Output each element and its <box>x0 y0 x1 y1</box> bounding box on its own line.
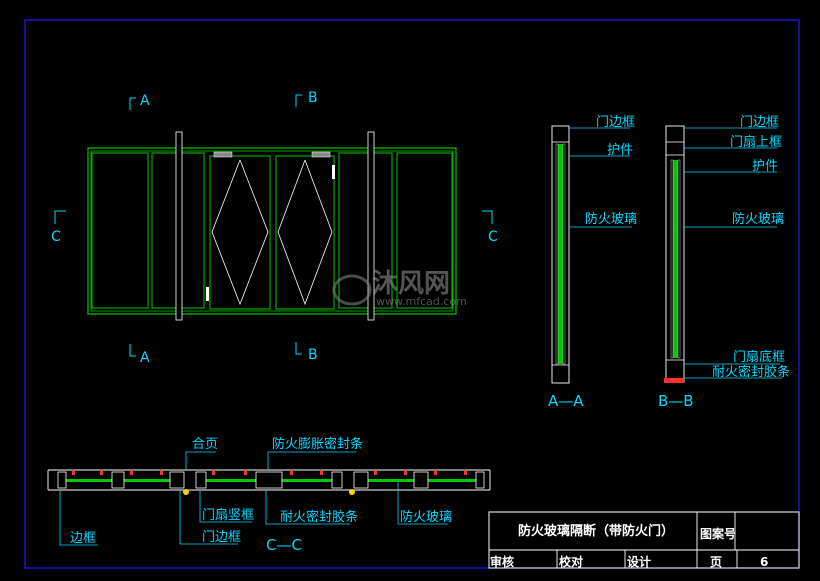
watermark-url: www.mfcad.com <box>376 295 467 308</box>
title-block-reviewer-label: 审核 <box>490 554 514 569</box>
section-mark-c-left: C <box>51 229 61 245</box>
cc-hinge-right <box>349 489 355 495</box>
fixed-panel-1 <box>91 152 149 309</box>
aa-label-fire-glass: 防火玻璃 <box>585 211 637 227</box>
door-swing-left <box>211 159 269 306</box>
section-mark-b-top: B <box>308 90 318 106</box>
watermark: 沐风网 www.mfcad.com <box>332 269 467 308</box>
aa-section-title: A—A <box>548 392 584 410</box>
title-block-designer-label: 设计 <box>627 554 651 569</box>
door-leaf-left <box>209 155 271 310</box>
cc-label-leaf-stile: 门扇竖框 <box>202 507 254 523</box>
elevation-inner-frame <box>90 150 454 312</box>
fixed-panel-4 <box>396 152 453 309</box>
bb-label-leaf-top-frame: 门扇上框 <box>730 134 782 150</box>
title-block-page-label: 页 <box>710 555 722 569</box>
cc-label-hinge: 合页 <box>192 437 218 452</box>
aa-label-door-frame: 门边框 <box>596 115 635 130</box>
title-block-drawing-title: 防火玻璃隔断（带防火门） <box>518 523 674 539</box>
cc-hinge-left <box>183 489 189 495</box>
bb-label-leaf-bottom-frame: 门扇底框 <box>733 349 785 365</box>
cc-section-title: C—C <box>266 536 302 554</box>
title-block-drawing-no-label: 图案号 <box>700 526 736 541</box>
cc-label-fire-glass: 防火玻璃 <box>400 509 452 525</box>
title-block-checker-label: 校对 <box>559 554 583 569</box>
section-mark-b-bottom: B <box>308 347 318 363</box>
door-swing-right <box>277 159 333 306</box>
door-handle-right <box>332 165 335 179</box>
bb-bottom-seal <box>664 378 684 383</box>
door-handle-left <box>206 287 209 301</box>
elevation-outer-frame <box>87 147 457 315</box>
bb-label-fire-glass: 防火玻璃 <box>732 211 784 227</box>
section-mark-c-right: C <box>488 229 498 245</box>
bb-label-door-frame: 门边框 <box>740 115 779 130</box>
mullion-right <box>367 131 375 321</box>
cc-label-fire-seal-strip: 耐火密封胶条 <box>280 509 358 525</box>
title-block-page-number: 6 <box>760 555 768 569</box>
mullion-left <box>175 131 183 321</box>
front-elevation: A A B B C C <box>51 90 498 366</box>
bb-section-title: B—B <box>658 392 694 410</box>
title-block: 防火玻璃隔断（带防火门） 图案号 审核 校对 设计 页 6 <box>488 511 800 569</box>
door-closer-right <box>311 151 331 158</box>
section-cc: 合页 防火膨胀密封条 边框 门扇竖框 门边框 耐火密封胶条 防火玻璃 C—C <box>47 436 491 554</box>
cc-label-intumescent-strip: 防火膨胀密封条 <box>272 436 363 452</box>
door-closer-left <box>213 151 233 158</box>
cc-label-edge-frame: 边框 <box>70 531 96 546</box>
bb-label-guard: 护件 <box>752 159 778 174</box>
section-mark-a-top: A <box>140 93 150 109</box>
section-bb: 门边框 门扇上框 护件 防火玻璃 门扇底框 耐火密封胶条 B—B <box>658 115 790 410</box>
aa-label-guard: 护件 <box>607 143 633 158</box>
section-aa: 门边框 护件 防火玻璃 A—A <box>548 115 637 410</box>
bb-label-fire-seal-strip: 耐火密封胶条 <box>712 364 790 380</box>
fixed-panel-3 <box>338 152 393 309</box>
drawing-border <box>24 19 800 569</box>
door-leaf-right <box>275 155 335 310</box>
cc-label-door-frame: 门边框 <box>202 530 241 545</box>
section-mark-a-bottom: A <box>140 350 150 366</box>
watermark-brand: 沐风网 <box>372 269 450 299</box>
